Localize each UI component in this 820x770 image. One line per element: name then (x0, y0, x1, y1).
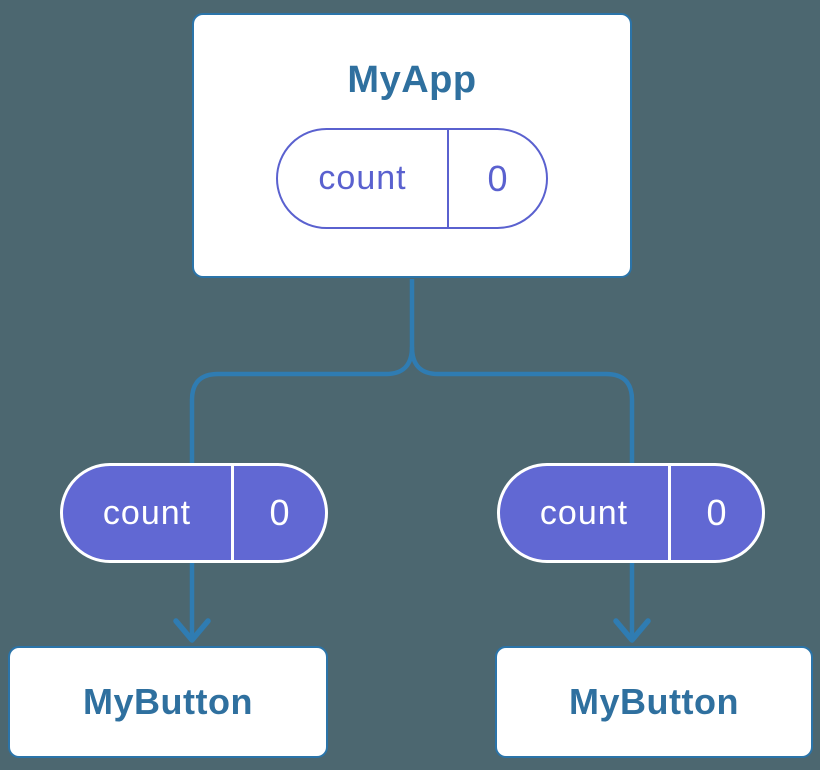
prop-value-cell-left: 0 (269, 492, 290, 533)
child-component-title-right: MyButton (569, 681, 739, 722)
parent-component-card: MyApp count 0 (192, 13, 632, 278)
prop-name-cell-right: count (500, 466, 671, 560)
connector-branch-left (189, 346, 415, 464)
child-component-card-left: MyButton (8, 646, 328, 758)
state-name-cell: count (278, 130, 449, 227)
prop-value-cell-right: 0 (706, 492, 727, 533)
parent-component-title: MyApp (347, 59, 477, 101)
prop-pill-right: count 0 (497, 463, 765, 563)
state-pill: count 0 (276, 128, 548, 229)
child-component-card-right: MyButton (495, 646, 813, 758)
connector-branch-right (409, 346, 635, 464)
prop-name-cell-left: count (63, 466, 234, 560)
arrow-down-icon-right (613, 618, 651, 643)
state-value-cell: 0 (487, 157, 508, 199)
arrow-down-icon-left (173, 618, 211, 643)
child-component-title-left: MyButton (83, 681, 253, 722)
prop-pill-left: count 0 (60, 463, 328, 563)
